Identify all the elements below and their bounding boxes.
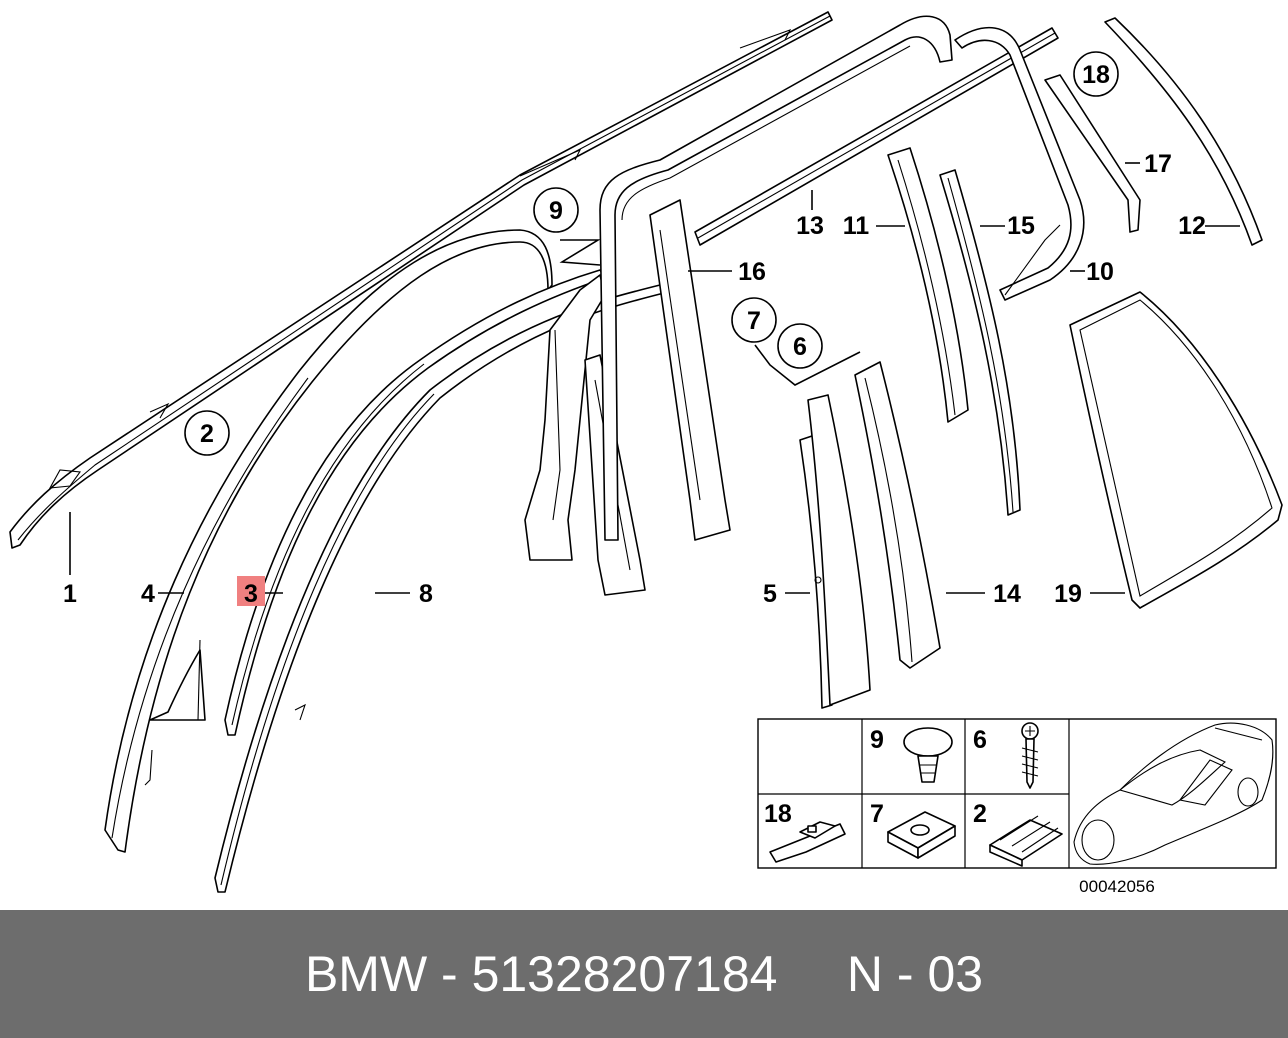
- inset-cell-18-label: 18: [764, 800, 792, 828]
- part-14-b-pillar-cover: [854, 361, 941, 669]
- car-sedan-side-icon: [1073, 722, 1274, 865]
- inset-cell-9-label: 9: [870, 726, 884, 754]
- part-12-trim: [1104, 17, 1263, 246]
- callout-1: 1: [63, 580, 77, 608]
- part-17-trim: [1044, 74, 1141, 233]
- callout-13: 13: [796, 212, 824, 240]
- circled-callouts: 2 9 7 6 18: [184, 51, 1119, 456]
- callout-11: 11: [843, 212, 870, 240]
- part-number-caption: BMW - 51328207184 N - 03: [304, 946, 984, 1002]
- inset-cell-clip-9: 9: [870, 726, 953, 783]
- part-19-quarter-glass: [1069, 291, 1283, 609]
- diagram-code: 00042056: [1079, 877, 1155, 896]
- circled-callout-9: 9: [549, 197, 563, 225]
- part-15-pillar-cover: [939, 169, 1021, 516]
- callout-15: 15: [1007, 212, 1035, 240]
- inset-cell-clip-7: 7: [870, 800, 956, 859]
- inset-table: 9 6 18 7 2: [757, 718, 1277, 896]
- callout-labels: 1 4 3 8 5 14 19 13 11 15 12 17 10 16: [63, 150, 1206, 608]
- part-13-belt-strip: [694, 27, 1059, 246]
- inset-cell-6-label: 6: [973, 726, 987, 754]
- part-16-rear-door-frame: [599, 15, 953, 541]
- parts-diagram-svg: 1 4 3 8 5 14 19 13 11 15 12 17 10 16 2 9…: [9, 11, 1283, 896]
- callout-14: 14: [993, 580, 1021, 608]
- callout-10: 10: [1086, 258, 1114, 286]
- inset-cell-7-label: 7: [870, 800, 884, 828]
- inset-cell-clip-2: 2: [973, 800, 1063, 867]
- callout-16: 16: [738, 258, 766, 286]
- callout-3: 3: [244, 580, 258, 608]
- callout-5: 5: [763, 580, 777, 608]
- callout-4: 4: [141, 580, 155, 608]
- circled-callout-18: 18: [1082, 61, 1110, 89]
- leader-lines: [69, 162, 1240, 594]
- footer-bar: BMW - 51328207184 N - 03: [0, 910, 1288, 1038]
- circled-callout-6: 6: [793, 333, 807, 361]
- inset-cell-screw-6: 6: [973, 722, 1039, 789]
- part-10-quarter-frame: [954, 26, 1085, 301]
- callout-17: 17: [1144, 150, 1172, 178]
- part-11-pillar-cover: [887, 147, 969, 423]
- circled-callout-2: 2: [200, 420, 214, 448]
- callout-19: 19: [1054, 580, 1082, 608]
- circled-callout-7: 7: [747, 307, 761, 335]
- inset-cell-2-label: 2: [973, 800, 987, 828]
- callout-12: 12: [1178, 212, 1206, 240]
- part-1-roof-trim: [9, 11, 833, 549]
- parts-diagram: 1 4 3 8 5 14 19 13 11 15 12 17 10 16 2 9…: [9, 11, 1283, 896]
- inset-cell-clip-18: 18: [764, 800, 846, 863]
- part-7-cover: [807, 394, 871, 706]
- callout-3-highlight: [237, 576, 265, 606]
- callout-8: 8: [419, 580, 433, 608]
